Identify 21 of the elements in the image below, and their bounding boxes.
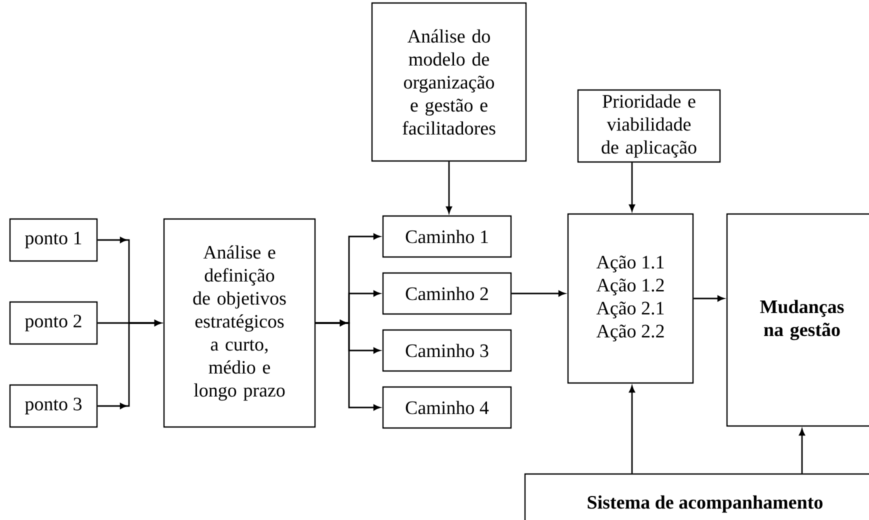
arrow	[316, 320, 380, 410]
arrow	[629, 162, 635, 212]
monitoring-box: Sistema de acompanhamento	[524, 473, 869, 520]
input-box: ponto 2	[9, 301, 98, 345]
path-box: Caminho 3	[382, 329, 512, 372]
result-box: Mudanças na gestão	[726, 213, 869, 427]
action-box: Ação 1.1 Ação 1.2 Ação 2.1 Ação 2.2	[567, 213, 694, 384]
arrow	[799, 428, 805, 474]
arrow	[694, 296, 724, 302]
process-box: Análise e definição de objetivos estratégicos a curto, médio e longo prazo	[163, 218, 316, 428]
path-box: Caminho 4	[382, 386, 512, 429]
input-box: ponto 1	[9, 218, 98, 262]
input-box: ponto 3	[9, 384, 98, 428]
input-box: Análise do modelo de organização e gestão e facilitadores	[371, 2, 527, 162]
input-box: Prioridade e viabilidade de aplicação	[577, 89, 721, 163]
arrow	[98, 320, 162, 409]
path-box: Caminho 1	[382, 215, 512, 258]
arrow	[629, 386, 635, 474]
arrow	[446, 162, 452, 214]
arrow	[512, 290, 566, 296]
path-box: Caminho 2	[382, 272, 512, 315]
